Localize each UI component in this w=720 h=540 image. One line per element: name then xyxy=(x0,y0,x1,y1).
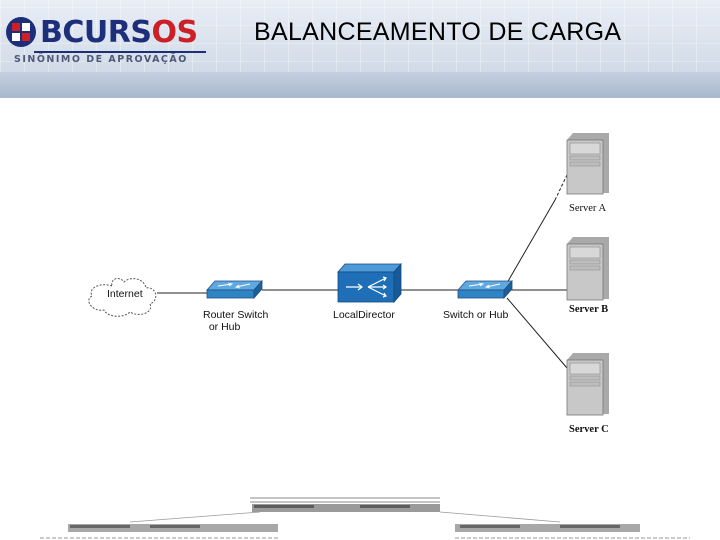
logo-emblem-icon xyxy=(6,17,36,47)
link-switch-server-a xyxy=(506,199,556,284)
label-internet: Internet xyxy=(107,288,143,300)
director-icon xyxy=(337,262,402,304)
label-router: Router Switch or Hub xyxy=(203,309,269,333)
logo-wordmark: BCURSOS xyxy=(40,15,198,50)
label-switch-hub: Switch or Hub xyxy=(443,309,509,321)
server-c-icon xyxy=(566,353,609,416)
switch-icon xyxy=(457,279,513,300)
connections xyxy=(157,174,568,369)
server-b-icon xyxy=(566,237,609,301)
logo: BCURSOS SINÔNIMO DE APROVAÇÃO xyxy=(4,14,209,74)
label-server-a: Server A xyxy=(569,203,607,214)
label-local-director: LocalDirector xyxy=(333,309,395,321)
logo-accent-text: OS xyxy=(151,15,198,50)
label-server-b: Server B xyxy=(569,304,609,315)
page-title: BALANCEAMENTO DE CARGA xyxy=(254,18,622,46)
header-banner: BCURSOS SINÔNIMO DE APROVAÇÃO BALANCEAME… xyxy=(0,0,720,98)
server-a-icon xyxy=(566,133,609,195)
header-band xyxy=(0,72,720,98)
logo-tagline: SINÔNIMO DE APROVAÇÃO xyxy=(14,54,188,65)
link-switch-server-a-dashed xyxy=(554,174,568,201)
label-server-c: Server C xyxy=(569,424,609,435)
link-switch-server-c xyxy=(506,297,568,369)
logo-underline xyxy=(34,51,206,53)
footer-decoration xyxy=(40,497,690,539)
cloud-icon xyxy=(88,278,157,317)
switch-icon xyxy=(206,279,263,300)
logo-main-text: BCURS xyxy=(40,15,152,50)
